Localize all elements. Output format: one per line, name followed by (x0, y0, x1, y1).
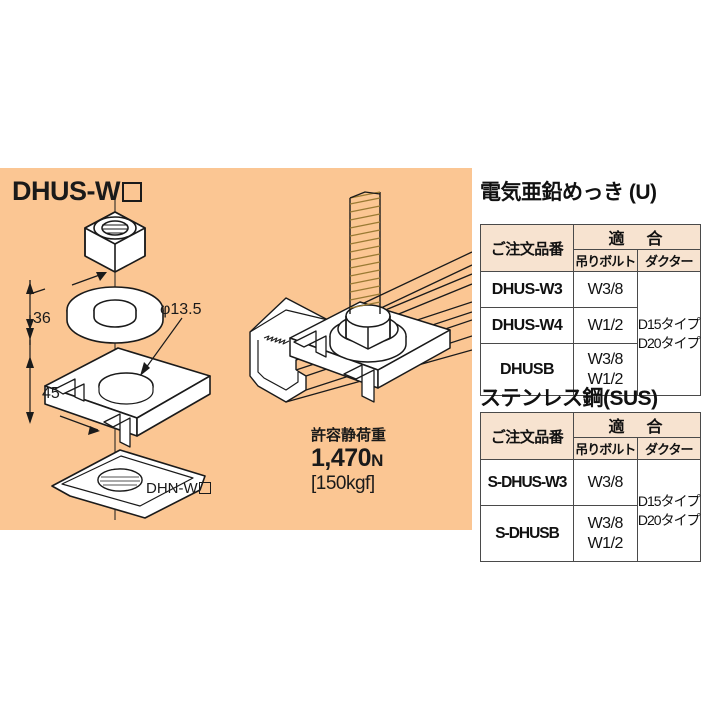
header-compatibility-group: 適 合 (573, 412, 701, 438)
cell-hanging-bolt: W3/8 W1/2 (573, 505, 638, 562)
load-spec-value: 1,470N (311, 446, 386, 471)
dimension-36-label: 36 (33, 310, 51, 327)
table-row: DHUSB W3/8 W1/2 (480, 343, 701, 396)
title-box-glyph (121, 182, 142, 202)
section-title-electro-zinc: 電気亜鉛めっき (U) (480, 181, 657, 204)
header-ducter: ダクター (636, 437, 701, 460)
cell-part-number: DHUSB (480, 343, 574, 396)
dimension-45-label: 45 (42, 385, 60, 402)
section-title-stainless: ステンレス鋼(SUS) (480, 387, 658, 410)
cell-hanging-bolt: W3/8 (573, 459, 638, 506)
table-header-row-sub: 吊りボルト ダクター (481, 249, 701, 272)
header-part-number: ご注文品番 (480, 224, 574, 272)
load-spec-alt-value: [150kgf] (311, 473, 375, 494)
exploded-assembly-drawing (26, 190, 211, 520)
load-specification: 許容静荷重 1,470N [150kgf] (311, 428, 386, 493)
cell-hanging-bolt: W3/8 (573, 271, 638, 308)
sub-part-box-glyph (198, 482, 211, 494)
product-title-text: DHUS-W (12, 176, 120, 206)
table-row: DHUS-W4 W1/2 (480, 307, 701, 344)
table-header-row-group: ご注文品番 適 合 (480, 224, 701, 272)
header-ducter: ダクター (636, 249, 701, 272)
cell-part-number: DHUS-W3 (480, 271, 574, 308)
spec-table-electro-zinc: ご注文品番 適 合 吊りボルト ダクター DHUS-W3 W3/8 D15タイプ… (480, 224, 701, 396)
load-spec-unit: N (371, 451, 383, 470)
cell-part-number: S-DHUS-W3 (480, 459, 574, 506)
cell-hanging-bolt: W1/2 (573, 307, 638, 344)
cell-part-number: S-DHUSB (480, 505, 574, 562)
table-header-row-group: ご注文品番 適 合 (480, 412, 701, 460)
header-hanging-bolt: 吊りボルト (573, 437, 638, 460)
header-compatibility-group: 適 合 (573, 224, 701, 250)
load-spec-label: 許容静荷重 (311, 427, 387, 444)
table-row: S-DHUSB W3/8 W1/2 (480, 505, 701, 562)
cell-hanging-bolt: W3/8 W1/2 (573, 343, 638, 396)
spec-table-stainless: ご注文品番 適 合 吊りボルト ダクター S-DHUS-W3 W3/8 D15タ… (480, 412, 701, 562)
installation-view-drawing (249, 191, 472, 403)
table-row: S-DHUS-W3 W3/8 D15タイプ D20タイプ (480, 459, 701, 562)
cell-ducter: D15タイプ D20タイプ (636, 271, 701, 396)
load-spec-number: 1,470 (311, 444, 372, 472)
table-row: DHUS-W3 W3/8 D15タイプ D20タイプ (480, 271, 701, 396)
dimension-diameter-label: φ13.5 (160, 301, 202, 318)
sub-part-label: DHN-W (146, 480, 211, 497)
sub-part-text: DHN-W (146, 480, 198, 497)
cell-part-number: DHUS-W4 (480, 307, 574, 344)
header-part-number: ご注文品番 (480, 412, 574, 460)
header-hanging-bolt: 吊りボルト (573, 249, 638, 272)
table-header-row-sub: 吊りボルト ダクター (481, 437, 701, 460)
page-title: DHUS-W (12, 176, 142, 207)
cell-ducter: D15タイプ D20タイプ (636, 459, 701, 562)
